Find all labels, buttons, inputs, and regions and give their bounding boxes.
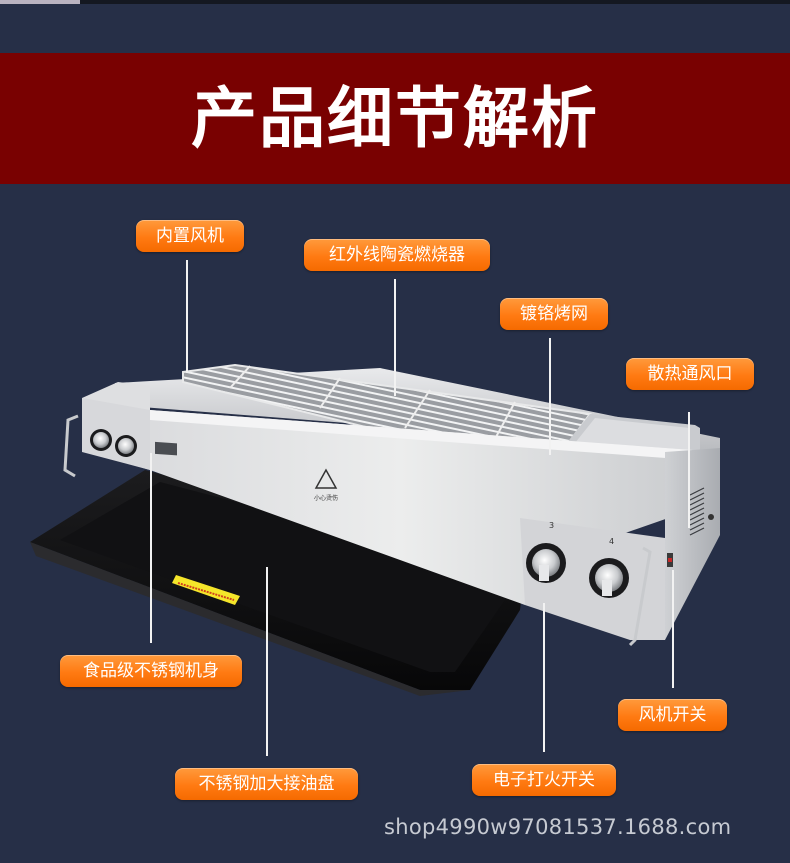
knob-number-3: 3 [549, 521, 554, 530]
callout-chrome-grill-net: 镀铬烤网 [500, 298, 608, 330]
callout-fan-switch: 风机开关 [618, 699, 727, 731]
page-title: 产品细节解析 [191, 80, 599, 157]
leader-line-built-in-fan [186, 260, 188, 373]
callout-built-in-fan: 内置风机 [136, 220, 244, 252]
leader-line-ignition [543, 603, 545, 752]
knob-number-4: 4 [609, 537, 614, 546]
callout-stainless-body: 食品级不锈钢机身 [60, 655, 242, 687]
leader-line-heat-vent [688, 412, 690, 528]
warning-label-text: 小心烫伤 [314, 494, 338, 502]
title-banner: 产品细节解析 [0, 53, 790, 184]
callout-electronic-ignition: 电子打火开关 [472, 764, 616, 796]
callout-infrared-ceramic-burner: 红外线陶瓷燃烧器 [304, 239, 490, 271]
callout-oil-tray: 不锈钢加大接油盘 [175, 768, 358, 800]
callout-heat-vent: 散热通风口 [626, 358, 754, 390]
leader-line-grill-net [549, 338, 551, 455]
top-strip-highlight [0, 0, 80, 4]
leader-line-stainless-body [150, 453, 152, 643]
shop-url: shop4990w97081537.1688.com [384, 815, 732, 839]
leader-line-oil-tray [266, 567, 268, 756]
top-strip [0, 0, 790, 4]
oil-tray-shape [30, 470, 525, 696]
leader-line-fan-switch [672, 570, 674, 688]
leader-line-burner [394, 279, 396, 396]
